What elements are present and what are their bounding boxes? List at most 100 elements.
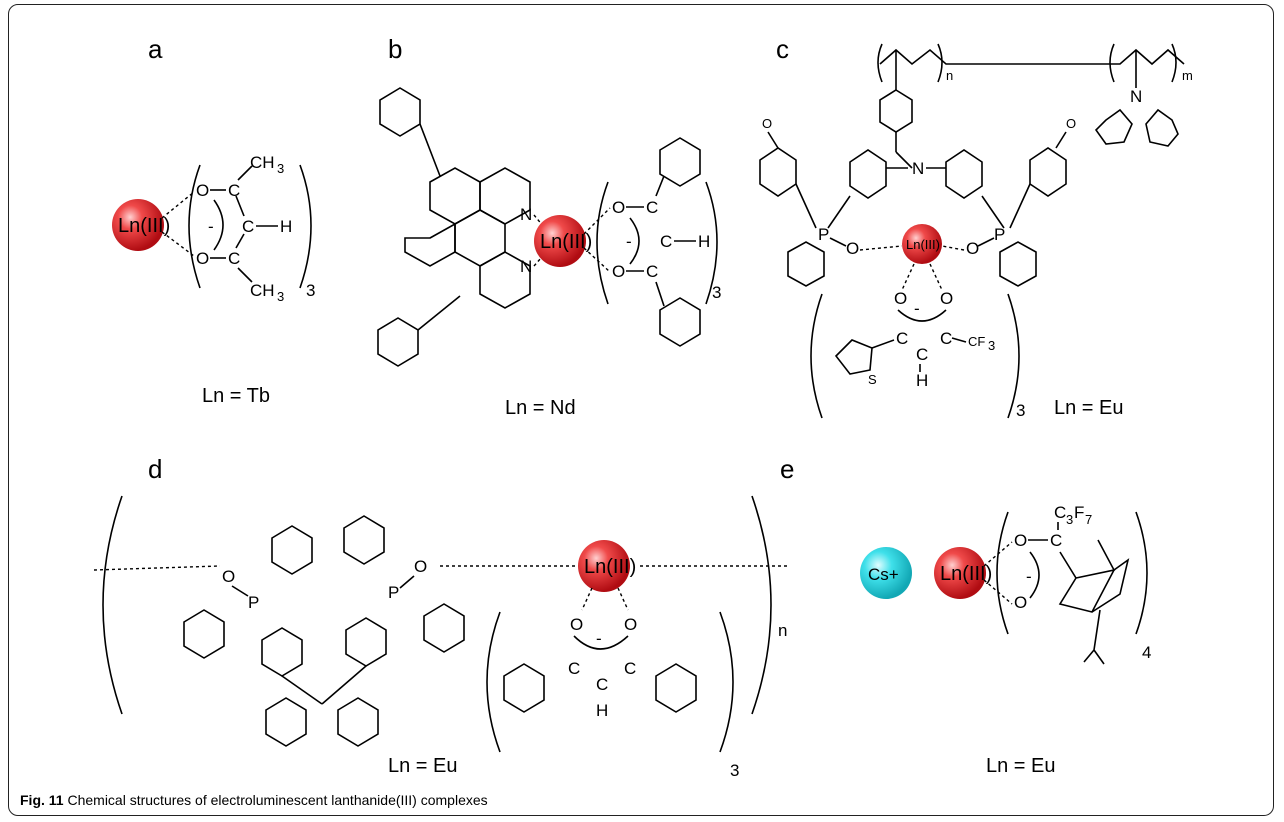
atom-c: C [916, 345, 928, 364]
ln-label: Ln(III) [584, 556, 636, 578]
atom-n: N [912, 159, 924, 178]
polymer-n: n [778, 621, 787, 640]
ln-sphere [578, 540, 630, 592]
phenyl-ring [945, 149, 983, 199]
phenyl-ring [1029, 147, 1067, 197]
phenyl-ring [655, 663, 697, 713]
atom-n: N [520, 257, 532, 276]
panel-c: c n m N N P P O O O O [759, 34, 1193, 420]
carbazole-ring [1145, 108, 1179, 147]
panel-e-label: e [780, 454, 794, 484]
phenyl-ring [345, 617, 387, 667]
atom-o: O [940, 289, 953, 308]
fluorene-ring [265, 697, 307, 747]
atom-f: F [1074, 503, 1084, 522]
atom-o: O [612, 198, 625, 217]
atom-c: C [1050, 531, 1062, 550]
atom-c: C [596, 675, 608, 694]
atom-o: O [1066, 116, 1076, 131]
phenyl-ring [759, 147, 797, 197]
atom-o: O [570, 615, 583, 634]
panel-d: d n O P O P Ln(III) O O - C C C H [93, 454, 790, 780]
ln-sphere [534, 215, 586, 267]
phenyl-ring [787, 241, 825, 287]
atom-cf3: CF [968, 334, 985, 349]
ln-label: Ln(III) [906, 237, 940, 252]
svg-text:3: 3 [988, 338, 995, 353]
ln-sphere [902, 224, 942, 264]
cs-label: Cs+ [868, 565, 899, 584]
ln-label: Ln(III) [940, 563, 992, 585]
phenyl-ring [999, 241, 1037, 287]
atom-o: O [222, 567, 235, 586]
charge-minus: - [596, 629, 602, 648]
panel-a-metal: Ln = Tb [202, 385, 270, 407]
svg-text:3: 3 [1066, 512, 1073, 527]
bracket-subscript: 4 [1142, 643, 1151, 662]
charge-minus: - [914, 299, 920, 318]
bracket-left [188, 164, 201, 289]
panel-a-label: a [148, 34, 163, 64]
phenyl-ring [379, 87, 421, 137]
svg-text:3: 3 [277, 289, 284, 304]
atom-h: H [916, 371, 928, 390]
atom-c: C [896, 329, 908, 348]
charge-minus: - [1026, 567, 1032, 586]
panel-e-metal: Ln = Eu [986, 755, 1056, 777]
ring [479, 251, 531, 309]
bracket-subscript: 3 [306, 281, 315, 300]
atom-c: C [646, 262, 658, 281]
phenyl-ring [377, 317, 419, 367]
atom-s: S [868, 372, 877, 387]
phenyl-ring [183, 609, 225, 659]
atom-o: O [612, 262, 625, 281]
ln-sphere [934, 547, 986, 599]
ring [429, 167, 481, 225]
atom-c: C [646, 198, 658, 217]
phenyl-ring [879, 89, 913, 133]
atom-c: C [660, 232, 672, 251]
panel-b-metal: Ln = Nd [505, 397, 576, 419]
panel-b-label: b [388, 34, 402, 64]
atom-o: O [762, 116, 772, 131]
ring [404, 222, 456, 267]
atom-c: C [228, 249, 240, 268]
atom-o: O [196, 249, 209, 268]
carbazole-ring [1094, 108, 1133, 145]
polymer-n: n [946, 68, 953, 83]
panel-a: a Ln(III) O O C C C H - CH 3 CH 3 3 Ln =… [112, 34, 315, 407]
atom-h: H [280, 217, 292, 236]
svg-text:3: 3 [277, 161, 284, 176]
atom-o: O [624, 615, 637, 634]
svg-text:7: 7 [1085, 512, 1092, 527]
atom-o: O [196, 181, 209, 200]
charge-minus: - [208, 217, 214, 236]
phenyl-ring [849, 149, 887, 199]
atom-c: C [228, 181, 240, 200]
panel-e: e Cs+ Ln(III) O O C - C 3 F 7 4 Ln = Eu [780, 454, 1151, 777]
atom-p: P [994, 225, 1005, 244]
atom-o: O [1014, 531, 1027, 550]
atom-h: H [698, 232, 710, 251]
caption-label: Fig. 11 [20, 792, 64, 808]
atom-o: O [966, 239, 979, 258]
panel-d-metal: Ln = Eu [388, 755, 458, 777]
phenyl-ring [261, 627, 303, 677]
phenyl-ring [423, 603, 465, 653]
fluorene-ring [337, 697, 379, 747]
atom-c: C [624, 659, 636, 678]
phenyl-ring [659, 137, 701, 187]
figure-frame [8, 4, 1274, 816]
bracket-subscript: 3 [730, 761, 739, 780]
phenyl-ring [271, 525, 313, 575]
atom-ch3: CH [250, 153, 275, 172]
panel-c-label: c [776, 34, 789, 64]
atom-o: O [414, 557, 427, 576]
ring [454, 209, 506, 267]
bracket-right [299, 164, 312, 289]
caption-text: Chemical structures of electroluminescen… [67, 792, 488, 808]
ln-label: Ln(III) [540, 231, 592, 253]
bracket-subscript: 3 [712, 283, 721, 302]
polymer-m: m [1182, 68, 1193, 83]
ring [479, 167, 531, 225]
